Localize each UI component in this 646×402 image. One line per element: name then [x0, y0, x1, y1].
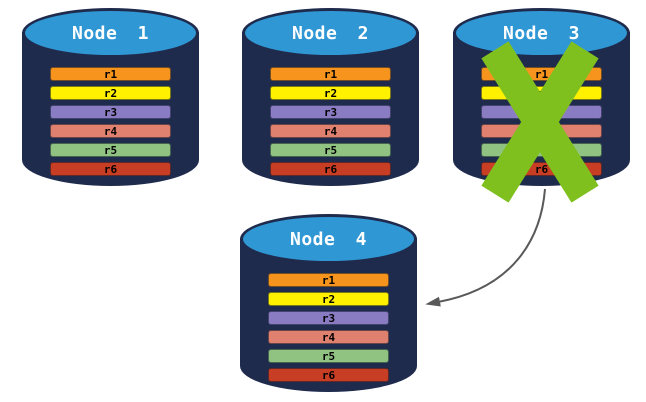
arrow-curve [425, 188, 546, 307]
record-label: r6 [103, 162, 118, 176]
record-bar-r6: r6 [50, 162, 171, 176]
record-bar-r3: r3 [268, 311, 389, 325]
record-label: r2 [323, 86, 338, 100]
cylinder-top: Node 4 [240, 214, 417, 264]
record-label: r6 [321, 368, 336, 382]
record-bar-r2: r2 [270, 86, 391, 100]
node-1: r1 r2 r3 r4 r5 r6 Node 1 [22, 8, 199, 186]
record-bar-r6: r6 [268, 368, 389, 382]
record-bar-r1: r1 [268, 273, 389, 287]
record-label: r6 [534, 162, 549, 176]
record-bar-r5: r5 [50, 143, 171, 157]
record-bar-r3: r3 [50, 105, 171, 119]
record-bar-r2: r2 [50, 86, 171, 100]
record-bar-r4: r4 [50, 124, 171, 138]
record-list: r1 r2 r3 r4 r5 r6 [50, 67, 171, 176]
record-label: r4 [103, 124, 118, 138]
node-4: r1 r2 r3 r4 r5 r6 Node 4 [240, 214, 417, 392]
record-label: r5 [323, 143, 338, 157]
node-label: Node 4 [289, 228, 368, 250]
failure-x-icon [480, 41, 599, 203]
record-bar-r6: r6 [270, 162, 391, 176]
record-bar-r4: r4 [268, 330, 389, 344]
record-label: r1 [103, 67, 118, 81]
record-bar-r1: r1 [50, 67, 171, 81]
record-label: r2 [103, 86, 118, 100]
record-label: r3 [323, 105, 338, 119]
node-label: Node 1 [71, 22, 150, 44]
record-label: r3 [321, 311, 336, 325]
record-label: r2 [321, 292, 336, 306]
record-bar-r4: r4 [270, 124, 391, 138]
record-label: r4 [321, 330, 336, 344]
node-label: Node 2 [291, 22, 370, 44]
record-bar-r5: r5 [268, 349, 389, 363]
node-2: r1 r2 r3 r4 r5 r6 Node 2 [242, 8, 419, 186]
record-label: r4 [323, 124, 338, 138]
cylinder-top: Node 3 [453, 8, 630, 58]
record-bar-r2: r2 [268, 292, 389, 306]
cylinder-top: Node 1 [22, 8, 199, 58]
record-list: r1 r2 r3 r4 r5 r6 [268, 273, 389, 382]
record-bar-r1: r1 [270, 67, 391, 81]
record-label: r6 [323, 162, 338, 176]
cylinder-top: Node 2 [242, 8, 419, 58]
record-label: r1 [323, 67, 338, 81]
record-list: r1 r2 r3 r4 r5 r6 [270, 67, 391, 176]
record-label: r5 [103, 143, 118, 157]
record-label: r5 [321, 349, 336, 363]
record-bar-r5: r5 [270, 143, 391, 157]
record-label: r1 [321, 273, 336, 287]
record-bar-r3: r3 [270, 105, 391, 119]
record-label: r1 [534, 67, 549, 81]
record-label: r3 [103, 105, 118, 119]
node-label: Node 3 [502, 22, 581, 44]
